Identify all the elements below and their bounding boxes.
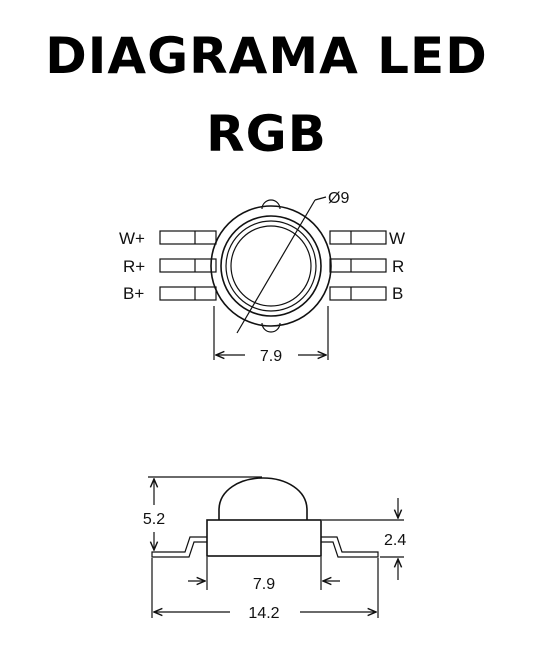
left-lead <box>151 536 207 558</box>
total-width-label: 14.2 <box>248 605 279 622</box>
lens-outer-ring <box>220 215 322 317</box>
pin-w-plus-lead <box>159 230 217 245</box>
pin-label-w: W <box>389 229 405 248</box>
title-line-2: RGB <box>206 105 327 163</box>
right-pins <box>329 230 387 301</box>
diameter-label: Ø9 <box>328 190 349 207</box>
top-view: Ø9 W+ R+ B+ W R B 7.9 <box>119 190 405 365</box>
lens-middle-ring <box>225 220 317 312</box>
pin-label-w-plus: W+ <box>119 229 145 248</box>
pin-label-b-plus: B+ <box>123 284 144 303</box>
pin-label-b: B <box>392 284 403 303</box>
pin-label-r-plus: R+ <box>123 257 145 276</box>
lens-inner-ring <box>230 225 312 307</box>
top-notch <box>261 199 281 210</box>
left-pins <box>159 230 217 301</box>
led-base-outline <box>210 205 332 327</box>
title-line-1: DIAGRAMA LED <box>45 27 488 85</box>
height-label: 5.2 <box>143 511 165 528</box>
pin-w-lead <box>329 230 387 245</box>
body-width-label: 7.9 <box>253 576 275 593</box>
led-base-body <box>206 519 322 557</box>
base-height-label: 2.4 <box>384 532 406 549</box>
pin-r-lead <box>329 258 387 273</box>
pin-b-lead <box>329 286 387 301</box>
lens-dome <box>218 477 308 520</box>
bottom-notch <box>261 322 281 333</box>
side-view: 5.2 2.4 7.9 14.2 <box>143 476 406 622</box>
pin-r-plus-lead <box>159 258 217 273</box>
pin-label-r: R <box>392 257 404 276</box>
pin-b-plus-lead <box>159 286 217 301</box>
top-width-label: 7.9 <box>260 348 282 365</box>
diameter-leader <box>236 199 316 334</box>
right-lead <box>321 536 379 558</box>
